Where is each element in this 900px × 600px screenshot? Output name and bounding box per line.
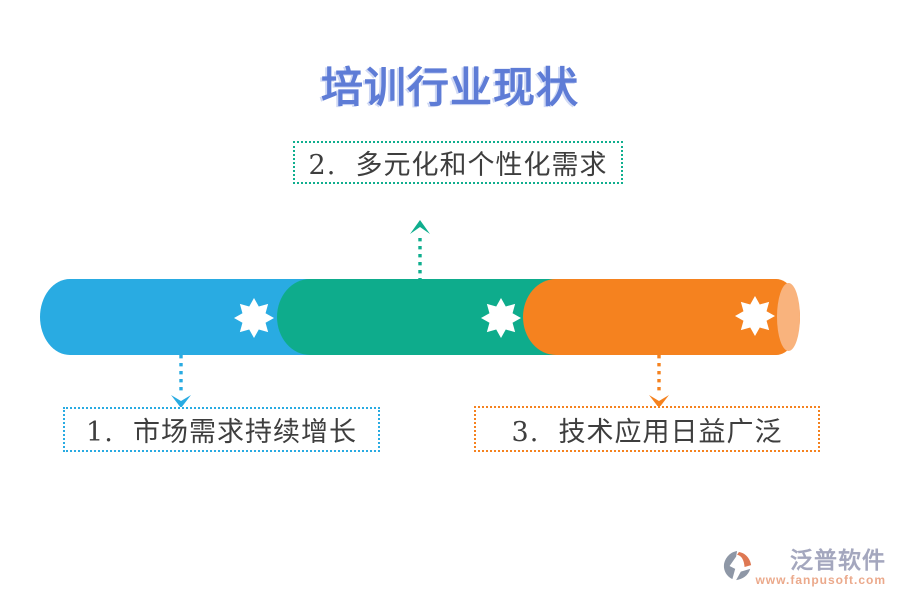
arrow-down-icon	[171, 355, 191, 408]
star-icon	[481, 298, 521, 338]
callout-2-label: 2. 多元化和个性化需求	[308, 150, 608, 181]
segment-1-market-demand	[40, 279, 320, 355]
brand-url: www.fanpusoft.com	[755, 573, 886, 587]
callout-3-box: 3. 技术应用日益广泛	[474, 406, 820, 452]
fanpu-logo-icon	[724, 551, 752, 581]
brand-watermark: 泛普软件 www.fanpusoft.com	[723, 548, 886, 587]
page-title: 培训行业现状	[320, 63, 579, 112]
arrow-up-icon	[410, 220, 430, 279]
brand-name: 泛普软件	[790, 547, 886, 574]
callout-2-box: 2. 多元化和个性化需求	[293, 141, 623, 184]
star-icon	[735, 296, 775, 336]
arrow-down-icon	[649, 355, 669, 408]
callout-1-box: 1. 市场需求持续增长	[63, 407, 380, 452]
star-icon	[234, 298, 274, 338]
cylinder-bar	[40, 279, 800, 355]
cylinder-end-cap	[777, 283, 800, 351]
callout-3-label: 3. 技术应用日益广泛	[511, 416, 783, 448]
callout-1-label: 1. 市场需求持续增长	[86, 417, 357, 448]
